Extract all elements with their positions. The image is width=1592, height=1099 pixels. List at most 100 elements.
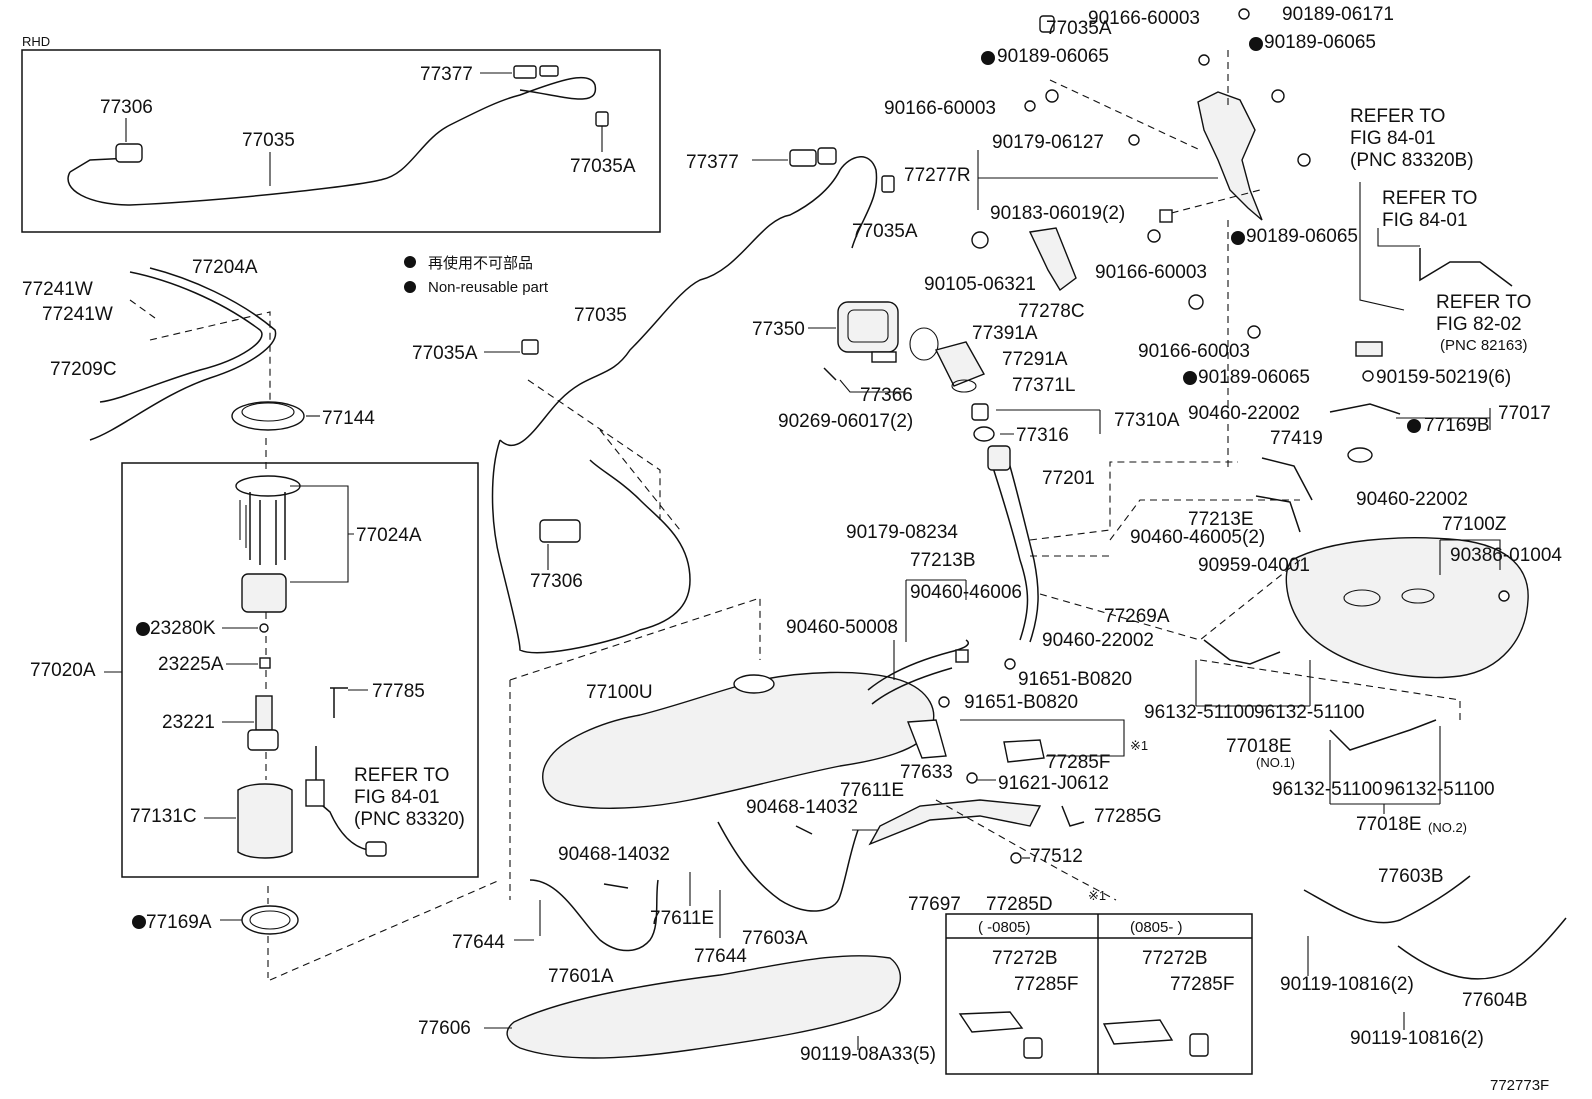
part-label: 23221 (162, 712, 215, 733)
cap-77310A (971, 403, 989, 421)
sender-wire (315, 746, 369, 851)
refer-line: REFER TO (354, 765, 449, 786)
marker-23280K (136, 622, 150, 636)
part-label: 77377 (686, 152, 739, 173)
part-label: 77169A (146, 912, 212, 933)
inset-left-header: ( -0805) (978, 919, 1031, 936)
bolt-90189-06065-a (1045, 89, 1059, 103)
part-label: 77241W (42, 304, 113, 325)
bracket-77024A (290, 485, 354, 583)
bolt-90166-c (1147, 229, 1161, 243)
part-label: 90460-46005(2) (1130, 527, 1265, 548)
inset-dividers (946, 914, 1252, 1074)
leader-77213B (905, 579, 967, 642)
part-label: 77241W (22, 279, 93, 300)
rhd-sensor (115, 143, 143, 163)
part-label: 77377 (420, 64, 473, 85)
sub-label-no2: (NO.2) (1428, 820, 1467, 835)
part-label: 90166-60003 (1088, 8, 1200, 29)
mark-x1: ※1 (1130, 738, 1148, 753)
part-label: 77131C (130, 806, 197, 827)
tank-77100U-port (733, 674, 775, 694)
clamp-77285F (1003, 739, 1045, 763)
dash-protector (1049, 50, 1261, 470)
part-label: 77272B (1142, 948, 1208, 969)
refer-line: FIG 82-02 (1436, 314, 1522, 335)
bracket-77278C (1028, 227, 1077, 292)
inset-clamp-left (1023, 1037, 1043, 1059)
part-label: 77272B (992, 948, 1058, 969)
part-label: 77024A (356, 525, 422, 546)
inset-mark: ※1 (1088, 888, 1106, 903)
clamp-90460-46006 (955, 649, 969, 663)
bolt-91651-a (1004, 658, 1016, 670)
lid-77350-inner (847, 309, 889, 343)
part-label: 77269A (1104, 606, 1170, 627)
hose-77213E (1255, 495, 1301, 533)
bolt-90166-b (1024, 100, 1036, 112)
leader-77018E-1 (1195, 660, 1311, 707)
sender-unit (305, 779, 325, 807)
part-label: 77603A (742, 928, 808, 949)
hose-77204A (99, 271, 263, 403)
part-label: 90179-08234 (846, 522, 958, 543)
part-label: 90460-22002 (1188, 403, 1300, 424)
refer-note-83320b: REFER TO FIG 84-01 (PNC 83320B) (1350, 106, 1474, 171)
clamp-77285G (1061, 805, 1085, 827)
part-label: 77169B (1424, 415, 1490, 436)
sub-label-no1: (NO.1) (1256, 755, 1295, 770)
tank-77100Z-port-2 (1401, 588, 1435, 604)
clip-77035A (881, 175, 895, 193)
part-label: 90386-01004 (1450, 545, 1562, 566)
part-label: 77017 (1498, 403, 1551, 424)
part-label: 90460-22002 (1356, 489, 1468, 510)
part-label: 77644 (694, 946, 747, 967)
clip-77035A-b (521, 339, 539, 355)
part-label: 77306 (100, 97, 153, 118)
rhd-clip (595, 111, 609, 127)
cable-77035-lower (491, 439, 691, 654)
leader-77018E-2 (1329, 726, 1441, 814)
neck-77291A (934, 341, 986, 387)
part-label: 90189-06171 (1282, 4, 1394, 25)
legend-dot-2 (404, 281, 416, 293)
refer-pipe (1419, 248, 1513, 287)
rhd-label: RHD (22, 34, 50, 49)
pipe-77017 (1329, 403, 1401, 415)
part-label: 77204A (192, 257, 258, 278)
pump-bracket-rods (249, 492, 286, 565)
strap-bolts (539, 872, 721, 938)
part-label: 91621-J0612 (998, 773, 1109, 794)
refer-line: FIG 84-01 (354, 787, 440, 808)
sender-gauge (1355, 341, 1383, 357)
part-label: 90189-06065 (1198, 367, 1310, 388)
part-label: 90269-06017(2) (778, 411, 913, 432)
part-label: 77035A (570, 156, 636, 177)
strap-77603B (1303, 875, 1471, 924)
leader-77277R (977, 150, 1218, 210)
clip-90179-06127 (1128, 134, 1140, 146)
inset-clamp-right (1189, 1033, 1209, 1057)
bolt-90386 (1498, 590, 1510, 602)
part-label: 90468-14032 (558, 844, 670, 865)
part-label: 77310A (1114, 410, 1180, 431)
bracket-77697 (868, 799, 1042, 846)
ring-77144 (231, 401, 305, 431)
part-label: 90468-14032 (746, 797, 858, 818)
part-label: 77100U (586, 682, 653, 703)
part-label: 77291A (1002, 349, 1068, 370)
legend-en: Non-reusable part (428, 279, 549, 296)
part-label: 77606 (418, 1018, 471, 1039)
part-label: 90166-60003 (1138, 341, 1250, 362)
sensor-77306 (539, 519, 581, 543)
part-label: 77035A (852, 221, 918, 242)
part-label: 77306 (530, 571, 583, 592)
bolt-91651-b (938, 696, 950, 708)
part-label: 77391A (972, 323, 1038, 344)
part-label: 77035A (412, 343, 478, 364)
part-label: 77285F (1170, 974, 1234, 995)
refer-note-84-01: REFER TO FIG 84-01 (1382, 188, 1477, 231)
inset-box (945, 913, 1253, 1075)
leader-77100Z (1439, 539, 1501, 575)
rhd-cable (67, 76, 597, 206)
